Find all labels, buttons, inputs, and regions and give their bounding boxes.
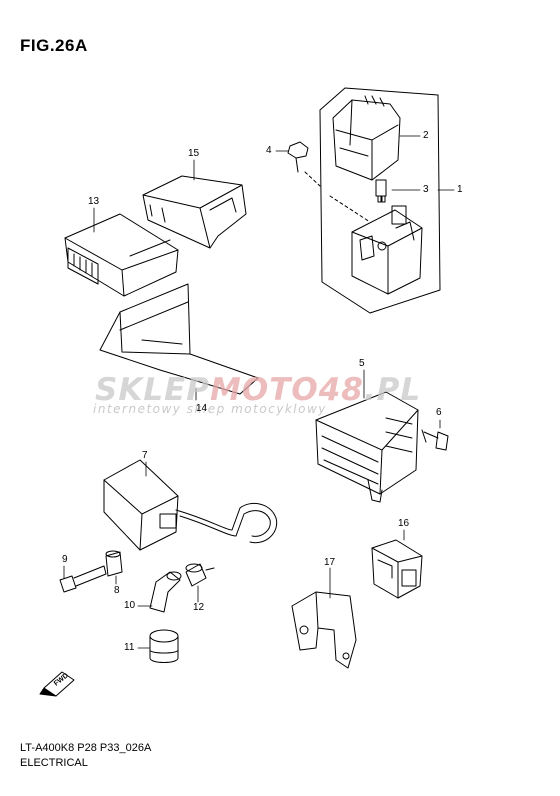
callout-12[interactable]: 12 [193, 602, 205, 613]
callout-6[interactable]: 6 [436, 407, 442, 418]
spacer-part [105, 550, 123, 577]
callout-7[interactable]: 7 [142, 450, 148, 461]
watermark-brand: SKLEPMOTO48.PL [95, 372, 421, 408]
section-label: ELECTRICAL [20, 757, 88, 769]
figure-title: FIG.26A [20, 36, 88, 55]
callout-2[interactable]: 2 [423, 130, 429, 141]
mount-bracket-part [291, 591, 357, 669]
callout-5[interactable]: 5 [359, 358, 365, 369]
bolt-small-part [421, 429, 449, 451]
bolt-long-part [59, 565, 107, 593]
forward-arrow-icon [39, 671, 75, 697]
callout-9[interactable]: 9 [62, 554, 68, 565]
callout-8[interactable]: 8 [114, 585, 120, 596]
callout-14[interactable]: 14 [196, 403, 208, 414]
watermark-brand-part2: MOTO [210, 372, 319, 408]
elbow-cap-part [149, 571, 182, 613]
watermark-tagline: internetowy sklep motocyklowy [93, 402, 327, 416]
relay-group-outline [319, 87, 441, 314]
ignition-coil-part [103, 459, 278, 551]
leader-lines [63, 135, 455, 649]
coupler-cover-part [142, 175, 247, 249]
callout-16[interactable]: 16 [398, 518, 410, 529]
model-code: LT-A400K8 P28 P33_026A [20, 742, 152, 754]
coupler-part [371, 539, 423, 599]
watermark-brand-part3: 48 [318, 372, 364, 408]
plug-cap-part [185, 563, 215, 587]
ecm-unit-part [64, 213, 179, 297]
rubber-boot-part [149, 629, 179, 663]
regulator-rectifier-part [315, 391, 419, 503]
callout-10[interactable]: 10 [124, 600, 136, 611]
callout-1[interactable]: 1 [457, 184, 463, 195]
callout-15[interactable]: 15 [188, 148, 200, 159]
callout-4[interactable]: 4 [266, 145, 272, 156]
watermark-brand-part4: .PL [363, 372, 422, 408]
starter-relay-part [351, 205, 423, 295]
screw-part [287, 141, 309, 173]
relay-cover-part [332, 95, 401, 181]
callout-11[interactable]: 11 [124, 642, 135, 653]
fuse-part [375, 179, 387, 203]
callout-13[interactable]: 13 [88, 196, 100, 207]
callout-3[interactable]: 3 [423, 184, 429, 195]
watermark-brand-part1: SKLEP [95, 372, 210, 408]
bracket-plate-part [99, 283, 259, 395]
leader-dash-1 [304, 171, 371, 223]
callout-17[interactable]: 17 [324, 557, 336, 568]
